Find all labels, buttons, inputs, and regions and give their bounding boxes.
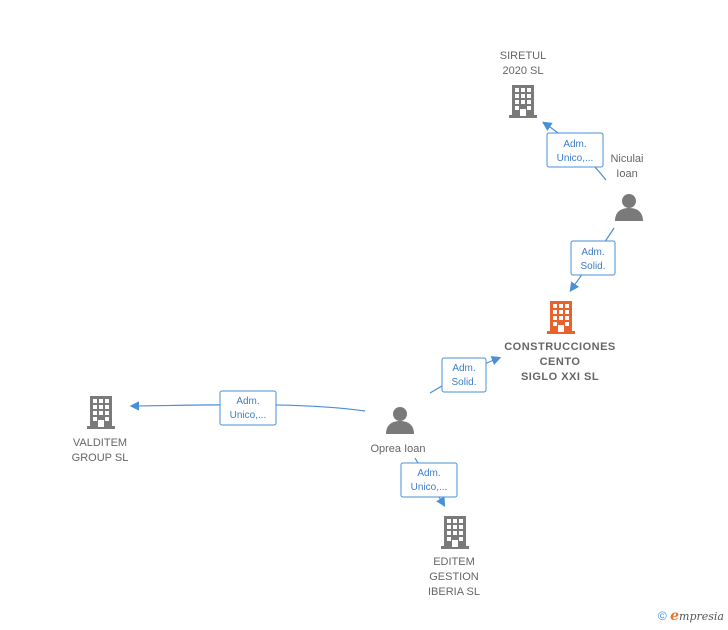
edge-label-line-1: Adm. <box>452 363 475 374</box>
node-label-line-3: SIGLO XXI SL <box>521 371 599 383</box>
copyright-icon: © <box>657 609 667 623</box>
edge-label-line-2: Unico,... <box>411 482 448 493</box>
node-label-line-1: EDITEM <box>433 556 475 568</box>
brand-rest: mpresia <box>679 610 724 623</box>
node-niculai[interactable]: Niculai Ioan <box>610 153 644 221</box>
edge-label-line-1: Adm. <box>581 247 604 258</box>
edge-label-line-2: Unico,... <box>557 153 594 164</box>
node-label-line-3: IBERIA SL <box>428 586 480 598</box>
node-construcciones[interactable]: CONSTRUCCIONES CENTO SIGLO XXI SL <box>504 301 616 383</box>
node-label-line-1: CONSTRUCCIONES <box>504 341 616 353</box>
node-label-line-2: CENTO <box>540 356 581 368</box>
footer-credit: © empresia <box>658 608 724 624</box>
edge-label-oprea-valditem[interactable]: Adm. Unico,... <box>219 390 277 426</box>
edge-label-line-1: Adm. <box>236 396 259 407</box>
node-label-line-2: Ioan <box>616 168 637 180</box>
edge-label-oprea-construcciones[interactable]: Adm. Solid. <box>441 357 487 393</box>
node-label-line-2: GROUP SL <box>72 452 129 464</box>
node-label-line-1: VALDITEM <box>73 437 127 449</box>
edge-label-line-2: Solid. <box>580 261 605 272</box>
node-label-line-2: 2020 SL <box>503 65 544 77</box>
node-editem[interactable]: EDITEM GESTION IBERIA SL <box>428 516 480 598</box>
edge-label-niculai-siretul[interactable]: Adm. Unico,... <box>546 132 604 168</box>
person-icon <box>615 194 643 221</box>
edge-label-line-2: Solid. <box>451 377 476 388</box>
edge-label-line-2: Unico,... <box>230 410 267 421</box>
node-label-line-1: SIRETUL <box>500 50 546 62</box>
person-icon <box>386 407 414 434</box>
building-icon <box>547 301 575 334</box>
brand-logo[interactable]: empresia <box>670 608 724 624</box>
edge-label-line-1: Adm. <box>417 468 440 479</box>
brand-initial: e <box>670 608 680 624</box>
building-icon <box>87 396 115 429</box>
edge-label-oprea-editem[interactable]: Adm. Unico,... <box>400 462 458 498</box>
edge-label-line-1: Adm. <box>563 139 586 150</box>
edge-label-niculai-construcciones[interactable]: Adm. Solid. <box>570 240 616 276</box>
node-valditem[interactable]: VALDITEM GROUP SL <box>72 396 129 464</box>
building-icon <box>441 516 469 549</box>
node-label-line-1: Oprea Ioan <box>370 443 425 455</box>
node-label-line-1: Niculai <box>610 153 643 165</box>
node-oprea[interactable]: Oprea Ioan <box>370 407 426 455</box>
building-icon <box>509 85 537 118</box>
node-label-line-2: GESTION <box>429 571 479 583</box>
node-siretul[interactable]: SIRETUL 2020 SL <box>500 50 546 118</box>
